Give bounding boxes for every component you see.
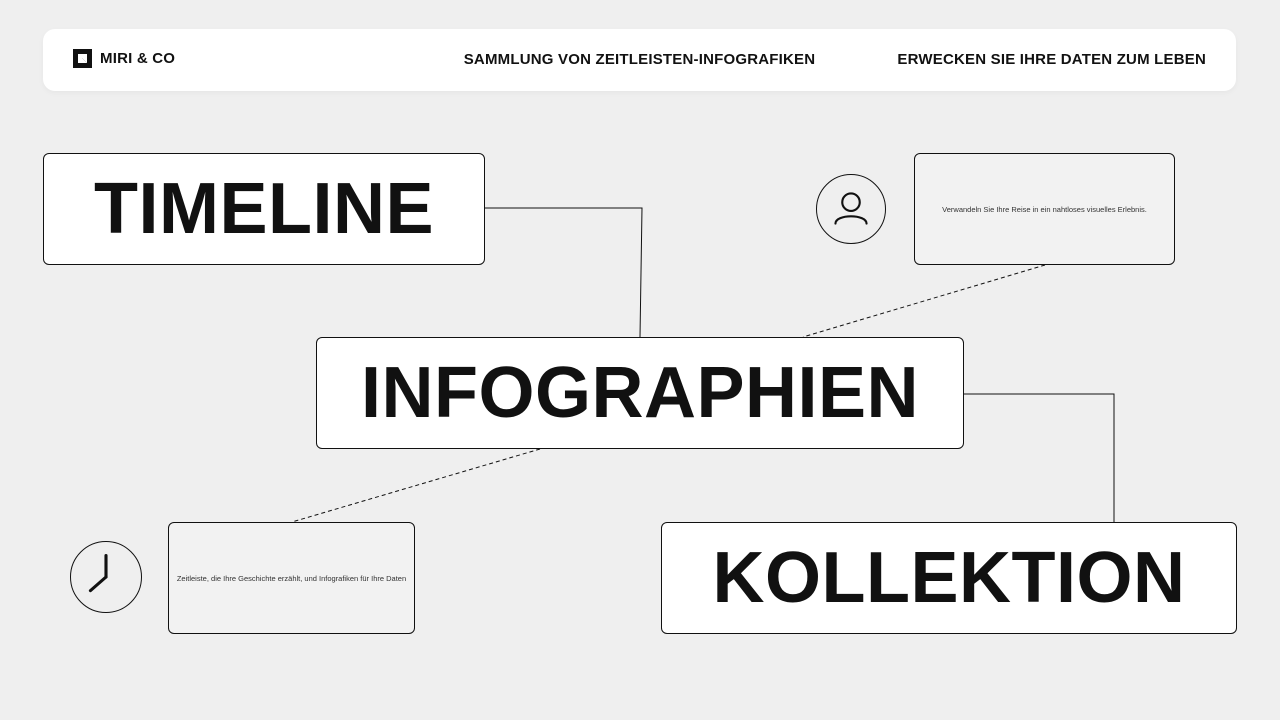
brand-name: MIRI & CO [100, 50, 176, 67]
user-icon [816, 174, 886, 244]
connector-desc-top-infographien [802, 264, 1046, 338]
node-timeline-label: TIMELINE [94, 169, 434, 249]
header-bar: MIRI & CO SAMMLUNG VON ZEITLEISTEN-INFOG… [43, 29, 1236, 91]
header-title: SAMMLUNG VON ZEITLEISTEN-INFOGRAFIKEN [463, 51, 816, 68]
node-kollektion: KOLLEKTION [661, 522, 1237, 634]
description-bottom-text: Zeitleiste, die Ihre Geschichte erzählt,… [176, 573, 407, 583]
connector-timeline-infographien [485, 207, 643, 338]
brand[interactable]: MIRI & CO [73, 49, 175, 68]
connector-infographien-kollektion [964, 393, 1115, 522]
connector-infographien-desc-bottom [291, 448, 541, 523]
node-infographien-label: INFOGRAPHIEN [360, 353, 920, 433]
header-tagline: ERWECKEN SIE IHRE DATEN ZUM LEBEN [897, 51, 1206, 68]
node-kollektion-label: KOLLEKTION [712, 538, 1186, 618]
description-box-bottom: Zeitleiste, die Ihre Geschichte erzählt,… [168, 522, 415, 634]
description-box-top: Verwandeln Sie Ihre Reise in ein nahtlos… [914, 153, 1175, 265]
description-top-text: Verwandeln Sie Ihre Reise in ein nahtlos… [942, 204, 1147, 214]
node-infographien: INFOGRAPHIEN [316, 337, 964, 449]
brand-logo-icon [73, 49, 92, 68]
clock-icon [70, 541, 142, 613]
node-timeline: TIMELINE [43, 153, 485, 265]
